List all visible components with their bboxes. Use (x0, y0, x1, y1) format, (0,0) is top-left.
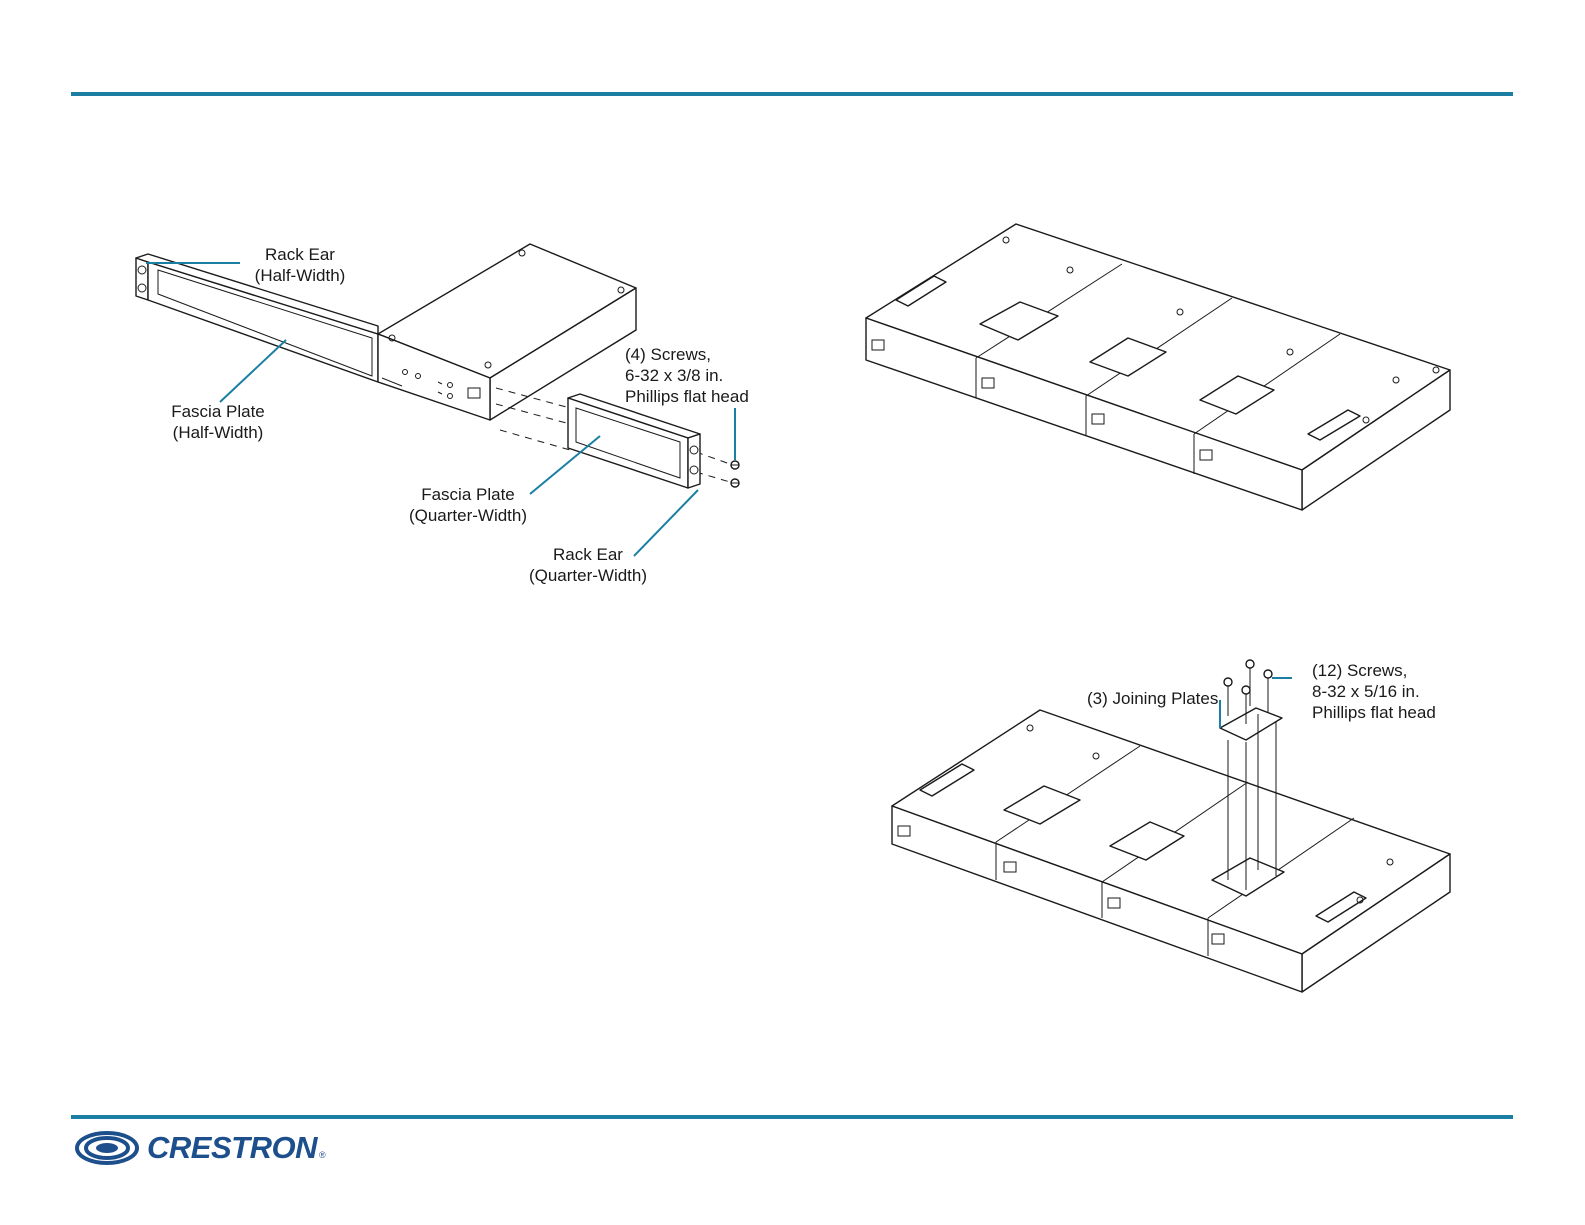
label-joining-plates: (3) Joining Plates (1087, 688, 1218, 709)
assembled-four-units (866, 224, 1450, 510)
screw (1264, 670, 1272, 678)
crestron-swirl-icon (75, 1130, 139, 1166)
screw (1242, 686, 1250, 694)
label-fascia-plate-quarter: Fascia Plate (Quarter-Width) (392, 484, 544, 526)
leader-fascia-half (220, 340, 286, 402)
footer-rule (71, 1115, 1513, 1119)
label-rack-ear-half: Rack Ear (Half-Width) (240, 244, 360, 286)
screws-4 (731, 461, 739, 487)
registered-mark: ® (319, 1150, 326, 1160)
label-rack-ear-quarter: Rack Ear (Quarter-Width) (512, 544, 664, 586)
label-screws-4: (4) Screws, 6-32 x 3/8 in. Phillips flat… (625, 344, 749, 407)
quarter-width-fascia-assembly (568, 394, 700, 488)
screw (1224, 678, 1232, 686)
screw (1246, 660, 1254, 668)
rack-ear-quarter-width (688, 434, 700, 488)
label-screws-12: (12) Screws, 8-32 x 5/16 in. Phillips fl… (1312, 660, 1436, 723)
crestron-logo: CRESTRON ® (75, 1130, 326, 1166)
crestron-wordmark: CRESTRON (147, 1130, 317, 1166)
joining-plate-lifted (1220, 708, 1282, 740)
device-unit (378, 244, 636, 420)
label-fascia-plate-half: Fascia Plate (Half-Width) (156, 401, 280, 443)
rack-ear-half-width (136, 258, 148, 300)
